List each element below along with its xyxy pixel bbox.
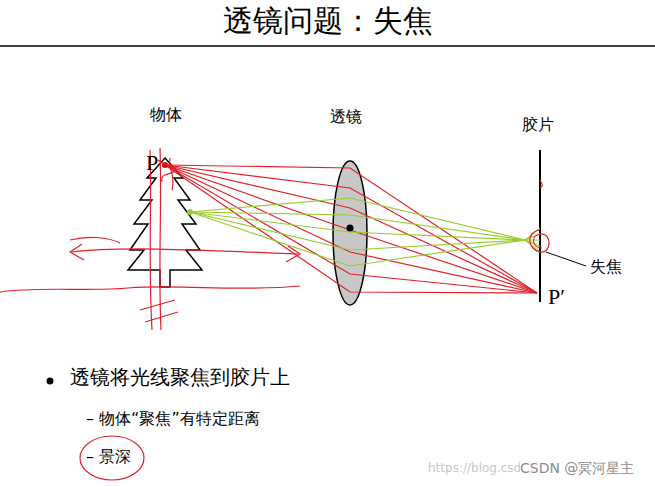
image-point-label: P′ xyxy=(548,284,565,309)
green-ray xyxy=(190,212,540,266)
green-ray xyxy=(190,198,540,240)
film-label: 胶片 xyxy=(522,116,554,134)
bullet-text: 透镜将光线聚焦到胶片上 xyxy=(70,366,290,389)
leader-line xyxy=(546,252,586,266)
watermark: CSDN @冥河星主 xyxy=(520,460,634,476)
green-ray xyxy=(190,212,540,240)
green-ray xyxy=(190,212,540,240)
film-plane xyxy=(539,150,541,302)
green-ray xyxy=(190,212,540,250)
title-rule xyxy=(0,45,655,47)
object-label: 物体 xyxy=(150,106,182,124)
lens-center xyxy=(347,225,354,232)
sub-bullet: – 物体“聚焦”有特定距离 xyxy=(86,410,260,428)
lens-label: 透镜 xyxy=(330,108,362,126)
sub-bullet: – 景深 xyxy=(86,448,131,466)
slide-title: 透镜问题：失焦 xyxy=(223,4,433,39)
hand-annotation xyxy=(0,148,549,480)
green-point xyxy=(187,209,193,215)
light-rays xyxy=(165,165,540,293)
point-label: P xyxy=(146,150,158,175)
defocus-label: 失焦 xyxy=(590,258,622,276)
bullet-dot xyxy=(47,378,54,385)
